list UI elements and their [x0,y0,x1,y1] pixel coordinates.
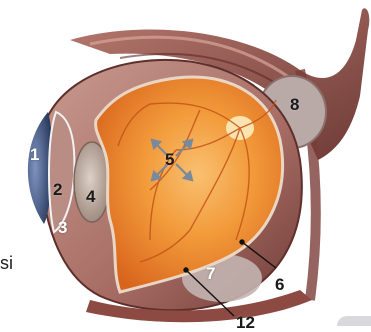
corner-tab [337,316,371,326]
label-12: 12 [236,314,255,331]
label-3: 3 [58,219,67,236]
label-1: 1 [30,146,39,163]
label-5: 5 [165,151,174,168]
label-4: 4 [86,188,95,205]
label-7: 7 [206,265,215,282]
label-6: 6 [275,276,284,293]
label-2: 2 [53,181,62,198]
cropped-side-text: si [0,254,13,272]
label-8: 8 [290,96,299,113]
